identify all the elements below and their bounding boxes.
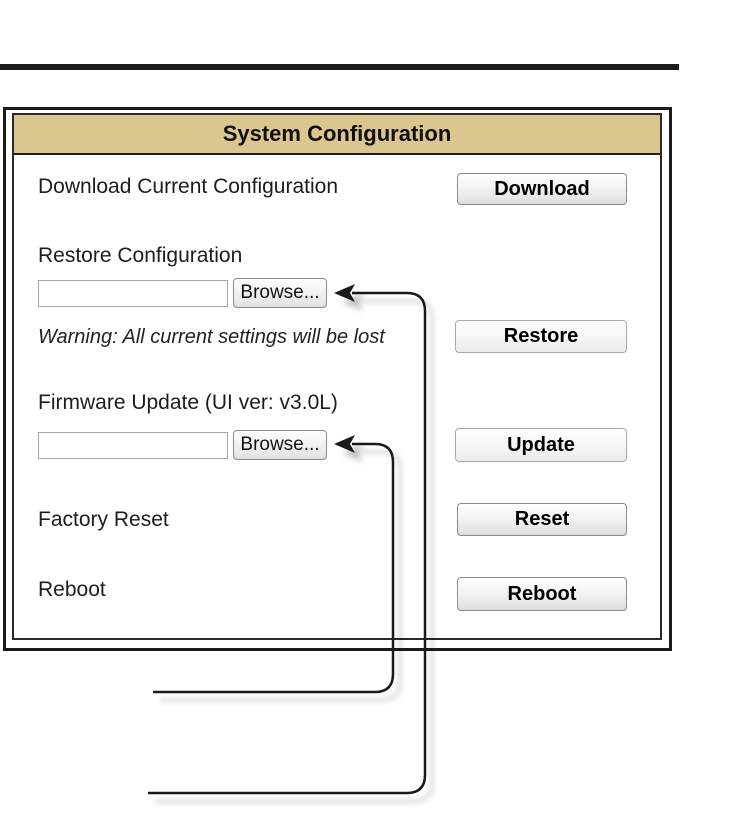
firmware-file-input[interactable] <box>38 432 228 459</box>
divider-rule <box>0 64 679 70</box>
restore-configuration-label: Restore Configuration <box>38 244 243 267</box>
reset-button[interactable]: Reset <box>457 503 627 536</box>
restore-button[interactable]: Restore <box>455 320 627 353</box>
firmware-browse-button[interactable]: Browse... <box>233 430 327 460</box>
system-configuration-inner-frame: System Configuration Download Current Co… <box>12 113 662 640</box>
restore-file-input[interactable] <box>38 280 228 307</box>
panel-title: System Configuration <box>14 115 660 155</box>
download-button[interactable]: Download <box>457 173 627 205</box>
firmware-update-label: Firmware Update (UI ver: v3.0L) <box>38 391 338 414</box>
restore-warning-text: Warning: All current settings will be lo… <box>38 326 385 348</box>
system-configuration-panel: System Configuration Download Current Co… <box>3 107 672 651</box>
reboot-label: Reboot <box>38 578 106 601</box>
update-button[interactable]: Update <box>455 428 627 462</box>
factory-reset-label: Factory Reset <box>38 508 169 531</box>
restore-browse-button[interactable]: Browse... <box>233 278 327 308</box>
reboot-button[interactable]: Reboot <box>457 577 627 611</box>
download-configuration-label: Download Current Configuration <box>38 175 338 198</box>
